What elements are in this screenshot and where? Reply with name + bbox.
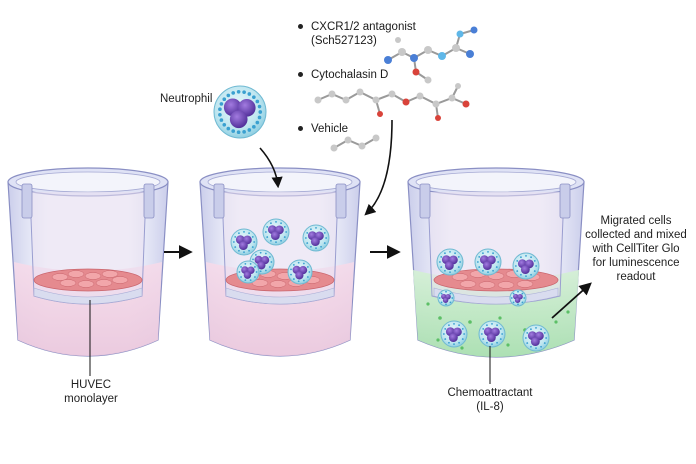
molecule-vehicle-atoms: [330, 134, 380, 152]
treatment-vehicle: Vehicle: [298, 122, 348, 136]
treatment-name: Vehicle: [311, 123, 349, 135]
treatment-name: Cytochalasin D: [311, 69, 389, 81]
neutrophil-icon: [509, 289, 527, 307]
molecule-cytochalasin-atoms: [314, 83, 470, 121]
huvec-label: HUVEC monolayer: [48, 378, 134, 406]
neutrophil-icon: [440, 320, 468, 348]
chemo-label-line1: Chemoattractant: [447, 387, 533, 399]
migrated-label-line3: with CellTiter Glo: [592, 243, 680, 255]
migrated-cells-label: Migrated cells collected and mixed with …: [578, 214, 694, 284]
molecule-icon: [314, 26, 478, 152]
neutrophil-icon: [512, 252, 540, 280]
neutrophil-cells: [213, 85, 550, 352]
bullet-icon: [298, 72, 303, 77]
bullet-icon: [298, 126, 303, 131]
neutrophil-icon: [478, 320, 506, 348]
chemoattractant-label: Chemoattractant (IL-8): [440, 386, 540, 414]
huvec-label-line1: HUVEC: [70, 379, 112, 391]
neutrophil-icon: [437, 289, 455, 307]
migrated-label-line5: readout: [616, 271, 656, 283]
neutrophil-icon: [287, 259, 313, 285]
well-2-neutrophils-added: [199, 167, 361, 357]
neutrophil-icon: [522, 324, 550, 352]
arrow-icon: [551, 282, 592, 319]
treatment-sch527123: CXCR1/2 antagonist (Sch527123): [298, 20, 416, 48]
arrow-icon: [364, 119, 393, 216]
neutrophil-icon: [213, 85, 267, 139]
arrow-icon: [259, 147, 283, 189]
migrated-label-line1: Migrated cells: [600, 215, 672, 227]
neutrophil-icon: [474, 248, 502, 276]
neutrophil-icon: [236, 260, 260, 284]
migrated-label-line2: collected and mixed: [585, 229, 687, 241]
neutrophil-icon: [302, 224, 330, 252]
migrated-label-line4: for luminescence: [592, 257, 680, 269]
neutrophil-icon: [436, 248, 464, 276]
neutrophil-icon: [230, 228, 258, 256]
molecule-sch527123-atoms: [384, 26, 478, 84]
neutrophil-icon: [262, 218, 290, 246]
molecule-vehicle: [333, 137, 377, 149]
treatment-cytochalasin: Cytochalasin D: [298, 68, 388, 82]
huvec-label-line2: monolayer: [64, 393, 118, 405]
treatment-detail: (Sch527123): [311, 35, 377, 47]
bullet-icon: [298, 24, 303, 29]
treatment-name: CXCR1/2 antagonist: [311, 21, 416, 33]
well-1-huvec: [7, 167, 169, 357]
neutrophil-label: Neutrophil: [160, 93, 213, 105]
chemo-label-line2: (IL-8): [476, 401, 504, 413]
